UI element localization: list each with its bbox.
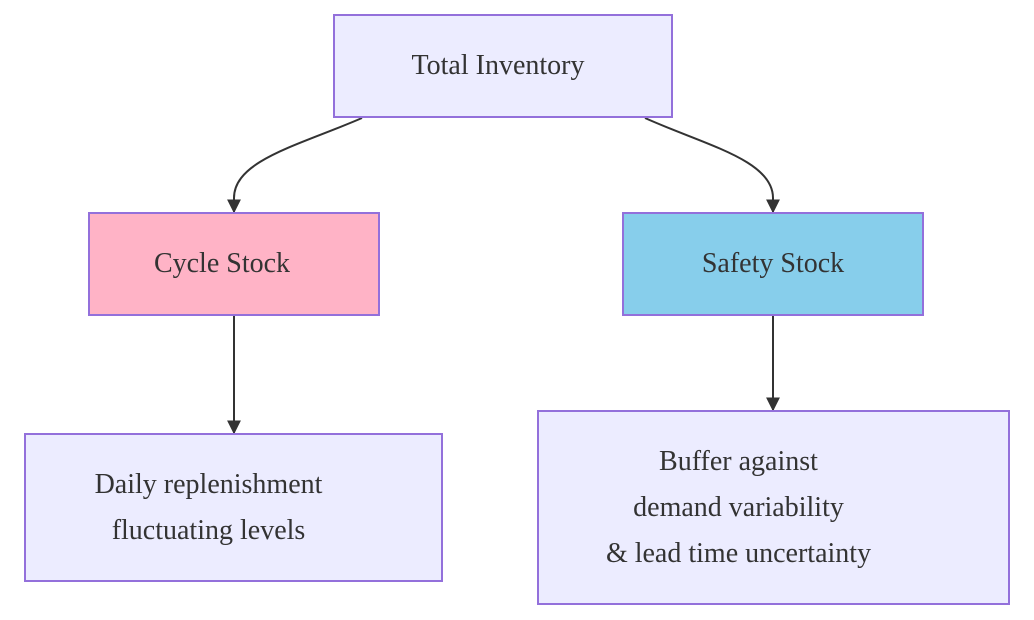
node-cycle-stock-label: Cycle Stock xyxy=(153,248,291,279)
edge-total-to-safety xyxy=(644,117,780,214)
edge-total-to-cycle xyxy=(227,117,363,214)
node-daily-replenishment: Daily replenishment fluctuating levels xyxy=(24,433,443,582)
node-buffer: Buffer against demand variability & lead… xyxy=(537,410,1010,605)
node-cycle-stock: Cycle Stock xyxy=(88,212,380,316)
node-daily-replenishment-text: Daily replenishment fluctuating levels xyxy=(95,462,323,554)
node-daily-line-2: fluctuating levels xyxy=(111,514,306,546)
node-safety-stock: Safety Stock xyxy=(622,212,924,316)
node-buffer-line-1: Buffer against xyxy=(659,445,818,477)
node-buffer-text: Buffer against demand variability & lead… xyxy=(606,439,871,577)
node-safety-stock-label: Safety Stock xyxy=(701,248,845,279)
node-buffer-line-3: & lead time uncertainty xyxy=(605,537,872,569)
node-buffer-line-2: demand variability xyxy=(633,491,844,523)
node-daily-line-1: Daily replenishment xyxy=(94,468,323,500)
node-total-inventory-label: Total Inventory xyxy=(411,50,585,81)
node-total-inventory: Total Inventory xyxy=(333,14,673,118)
